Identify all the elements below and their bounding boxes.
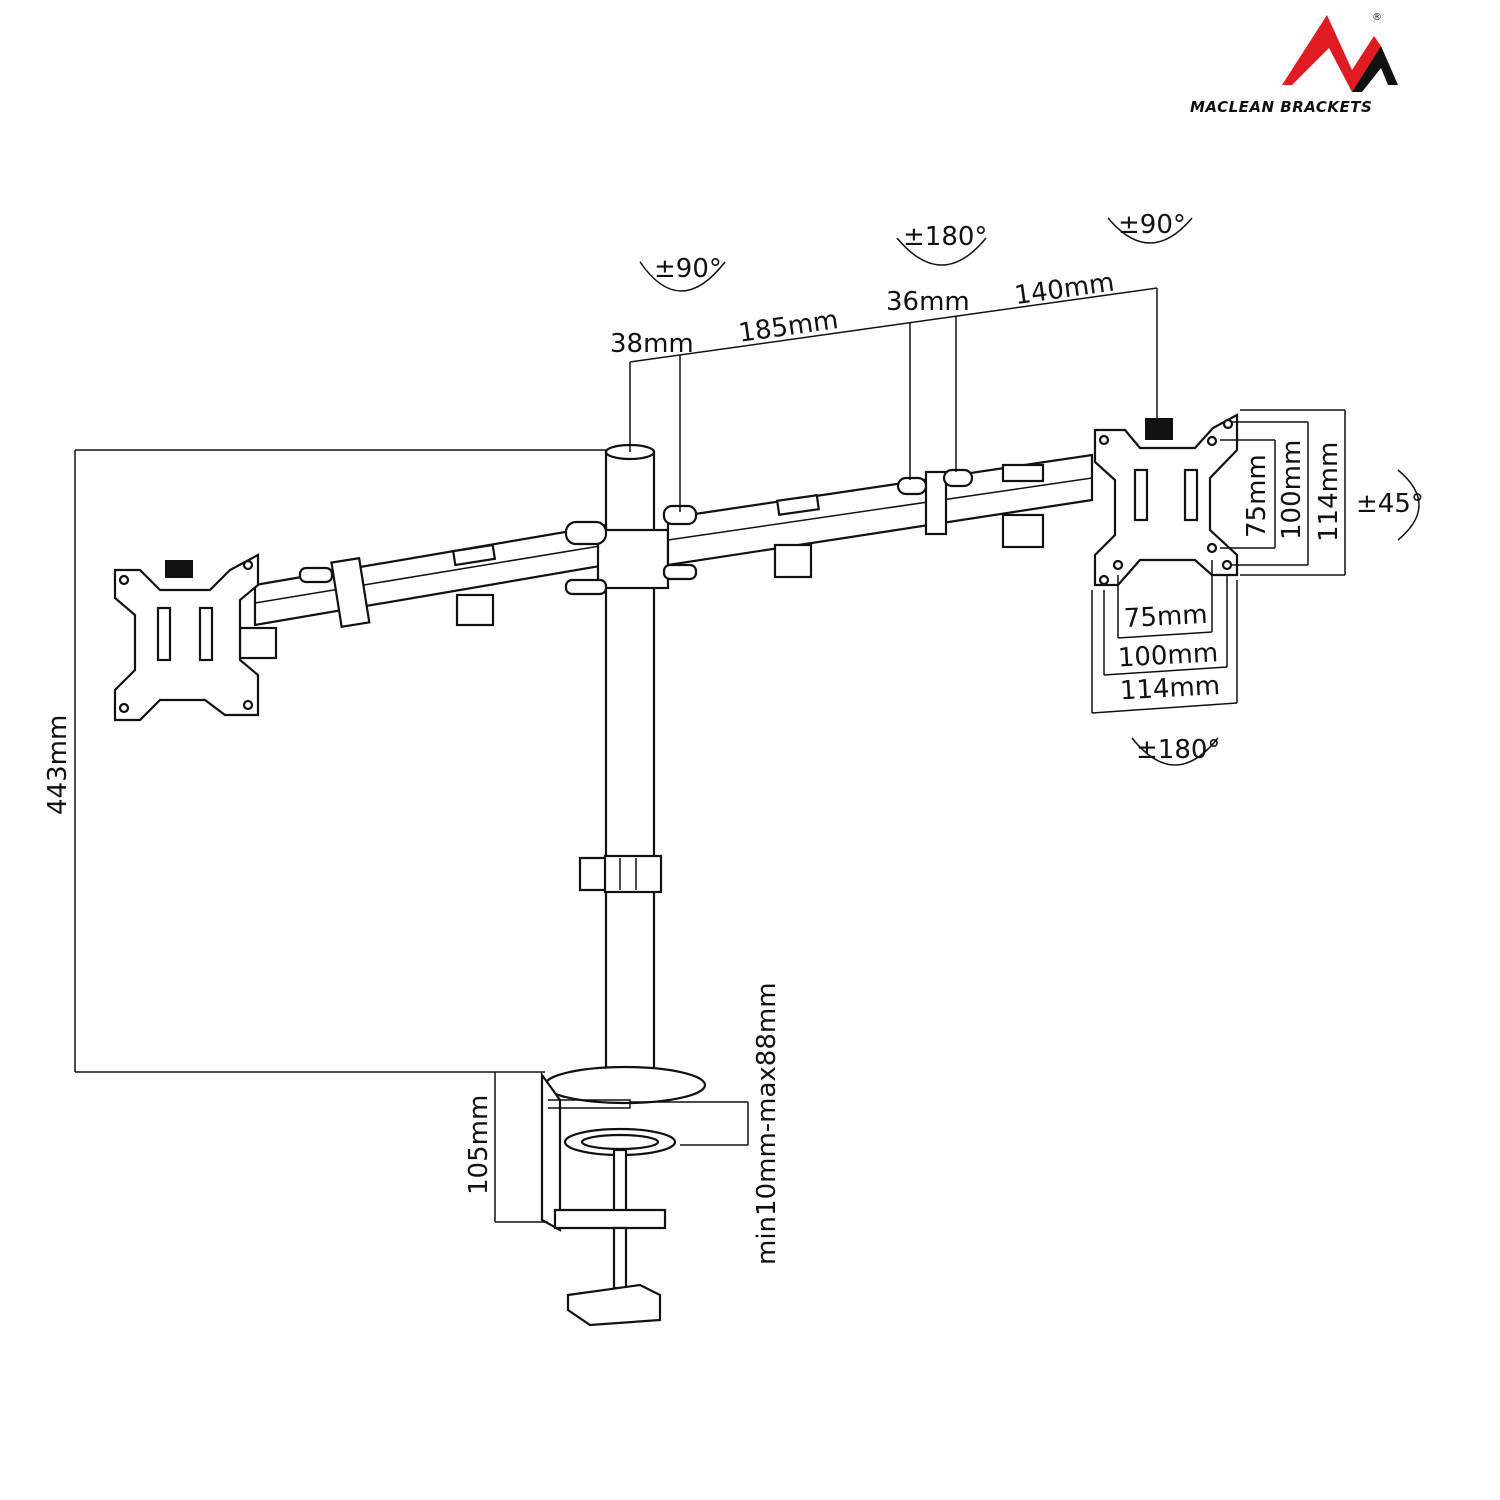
vesa-h-100: 100mm bbox=[1117, 638, 1219, 673]
vesa-hole bbox=[1098, 434, 1110, 446]
rot-pole-joint: ±90° bbox=[654, 254, 722, 284]
dim-mount-height: 443mm bbox=[43, 715, 73, 815]
vesa-hole bbox=[1112, 559, 1124, 571]
dim-clamp-height: 105mm bbox=[464, 1095, 494, 1195]
rot-middle-joint: ±180° bbox=[903, 222, 987, 252]
right-arm bbox=[662, 453, 1094, 581]
vesa-hole bbox=[1206, 435, 1218, 447]
right-vesa-plate bbox=[1093, 413, 1239, 587]
brand-logo: ® MACLEAN BRACKETS bbox=[1190, 12, 1398, 116]
vesa-hole bbox=[242, 559, 254, 571]
vesa-hole bbox=[118, 574, 130, 586]
vesa-hole bbox=[118, 702, 130, 714]
vesa-hole bbox=[1098, 574, 1110, 586]
vesa-h-114: 114mm bbox=[1119, 671, 1221, 706]
arm-dimension-lines bbox=[629, 287, 1158, 512]
vesa-v-114: 114mm bbox=[1314, 442, 1344, 542]
vesa-hole bbox=[242, 699, 254, 711]
dim-desk-thickness: min10mm-max88mm bbox=[752, 982, 782, 1265]
vesa-dimension-lines bbox=[1091, 409, 1346, 714]
rotation-arcs bbox=[639, 217, 1420, 766]
height-dimension-lines bbox=[74, 449, 749, 1223]
left-vesa-plate bbox=[113, 553, 260, 722]
logo-black-peak bbox=[1352, 46, 1398, 92]
pole-joint bbox=[564, 520, 670, 596]
desk-clamp bbox=[540, 1065, 707, 1327]
vesa-hole bbox=[1206, 542, 1218, 554]
vesa-v-100: 100mm bbox=[1277, 440, 1307, 540]
vesa-v-75: 75mm bbox=[1242, 454, 1272, 538]
rot-plate: ±180° bbox=[1136, 735, 1220, 765]
vesa-h-75: 75mm bbox=[1123, 600, 1208, 634]
logo-wordmark: MACLEAN BRACKETS bbox=[1190, 98, 1372, 116]
vesa-hole bbox=[1221, 559, 1233, 571]
left-arm bbox=[238, 523, 608, 660]
logo-registered-mark: ® bbox=[1372, 12, 1382, 23]
dim-pole-offset: 38mm bbox=[610, 329, 694, 359]
dim-joint-offset: 36mm bbox=[886, 287, 970, 317]
rot-head-joint: ±90° bbox=[1118, 210, 1186, 240]
vesa-hole bbox=[1222, 418, 1234, 430]
dim-arm-segment-2: 140mm bbox=[1013, 268, 1116, 312]
dim-arm-segment-1: 185mm bbox=[737, 305, 840, 349]
logo-red-m bbox=[1282, 15, 1381, 92]
pole-collar bbox=[578, 854, 663, 894]
rot-tilt: ±45° bbox=[1356, 489, 1424, 519]
